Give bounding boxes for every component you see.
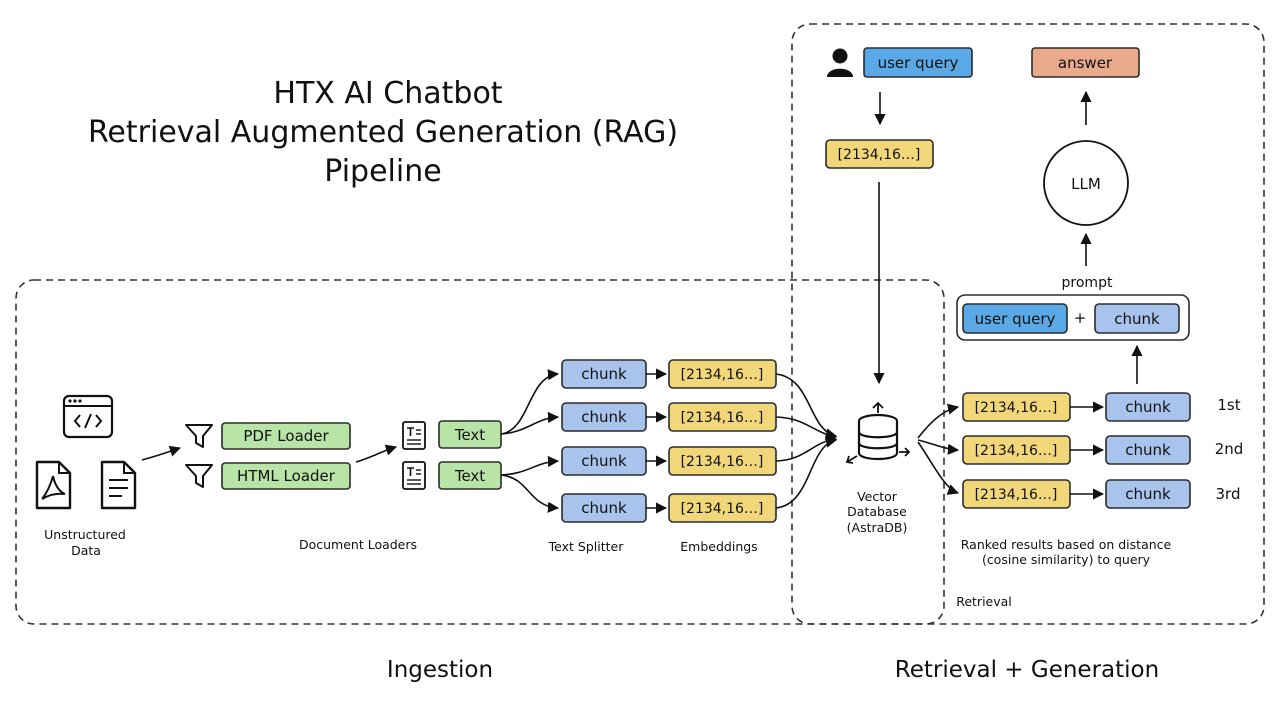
text-box-label: Text: [454, 426, 485, 444]
prompt-plus: +: [1074, 309, 1087, 327]
chunk-label: chunk: [581, 499, 627, 517]
arrow-text-to-chunk: [500, 455, 560, 476]
document-file-icon: [100, 460, 137, 510]
database-icon: [845, 401, 911, 464]
query-embedding-box: [825, 139, 934, 169]
embedding-label: [2134,16…]: [681, 367, 764, 383]
embedding-label: [2134,16…]: [681, 454, 764, 470]
pdf-loader-label: PDF Loader: [243, 427, 329, 445]
title-line-1: HTX AI Chatbot: [273, 76, 502, 111]
embeddings-caption: Embeddings: [680, 539, 757, 554]
arrow-data-to-loaders: [141, 445, 182, 461]
retrieval-caption: Retrieval: [956, 594, 1012, 609]
answer-box: [1031, 47, 1140, 78]
retrieval-generation-section-label: Retrieval + Generation: [895, 657, 1159, 683]
prompt-user-query-box: [962, 303, 1068, 334]
user-query-label: user query: [878, 54, 959, 72]
prompt-chunk-box: [1094, 303, 1180, 334]
text-box: [438, 420, 502, 449]
rank-label: 3rd: [1216, 485, 1241, 503]
rank-label: 1st: [1217, 396, 1240, 414]
ranked-embedding-label: [2134,16…]: [975, 487, 1058, 503]
text-document-icon: [402, 421, 426, 450]
arrow-db-to-ranked: [917, 441, 960, 495]
html-loader-box: [221, 462, 351, 490]
filter-icon: [185, 424, 213, 448]
ranked-embedding-label: [2134,16…]: [975, 400, 1058, 416]
title-line-2: Retrieval Augmented Generation (RAG): [88, 115, 678, 150]
vector-db-caption-1: Vector: [857, 489, 898, 504]
ranked-chunk-box: [1105, 392, 1191, 422]
pdf-file-icon: [35, 460, 72, 510]
user-icon: [827, 48, 853, 77]
llm-node: [1043, 140, 1129, 226]
unstructured-data-caption-1: Unstructured: [44, 527, 126, 542]
arrow-text-to-chunk: [500, 474, 560, 513]
chunk-label: chunk: [581, 365, 627, 383]
code-window-icon: [62, 394, 114, 439]
ranked-embedding-label: [2134,16…]: [975, 443, 1058, 459]
text-document-icon: [402, 461, 426, 490]
embedding-label: [2134,16…]: [681, 410, 764, 426]
ranked-chunk-box: [1105, 435, 1191, 465]
answer-label: answer: [1058, 54, 1113, 72]
chunk-label: chunk: [581, 452, 627, 470]
user-query-box: [863, 47, 973, 78]
ranked-chunk-box: [1105, 479, 1191, 509]
document-loaders-caption: Document Loaders: [299, 537, 417, 552]
title-line-3: Pipeline: [324, 154, 441, 189]
ranked-chunk-label: chunk: [1125, 398, 1171, 416]
prompt-chunk-label: chunk: [1114, 310, 1160, 328]
filter-icon: [185, 464, 213, 488]
ranked-chunk-label: chunk: [1125, 441, 1171, 459]
arrow-text-to-chunk: [500, 369, 560, 435]
ingestion-section-label: Ingestion: [387, 657, 493, 683]
arrow-embedding-to-db: [775, 373, 838, 440]
arrow-embedding-to-db: [775, 436, 838, 509]
ingestion-region: [15, 279, 945, 625]
html-loader-label: HTML Loader: [237, 467, 336, 485]
ranked-results-caption-2: (cosine similarity) to query: [982, 552, 1151, 567]
arrow-embedding-to-db: [775, 434, 838, 462]
arrow-db-to-ranked: [917, 439, 960, 455]
pdf-loader-box: [221, 422, 351, 450]
rank-label: 2nd: [1215, 440, 1244, 458]
ranked-results-caption-1: Ranked results based on distance: [961, 537, 1172, 552]
arrow-embedding-to-db: [775, 416, 838, 441]
embedding-label: [2134,16…]: [681, 501, 764, 517]
arrow-text-to-chunk: [500, 411, 560, 435]
arrow-loaders-to-text: [355, 444, 398, 463]
ranked-chunk-label: chunk: [1125, 485, 1171, 503]
query-embedding-label: [2134,16…]: [838, 147, 921, 163]
text-splitter-caption: Text Splitter: [548, 539, 625, 554]
arrow-db-to-ranked: [917, 403, 960, 439]
vector-db-caption-2: Database: [847, 504, 907, 519]
prompt-user-query-label: user query: [975, 310, 1056, 328]
vector-db-caption-3: (AstraDB): [847, 520, 908, 535]
llm-label: LLM: [1071, 175, 1101, 193]
retrieval-generation-region: [791, 23, 1265, 625]
chunk-label: chunk: [581, 408, 627, 426]
prompt-caption: prompt: [1062, 275, 1113, 291]
text-box-label: Text: [454, 467, 485, 485]
unstructured-data-caption-2: Data: [71, 543, 101, 558]
